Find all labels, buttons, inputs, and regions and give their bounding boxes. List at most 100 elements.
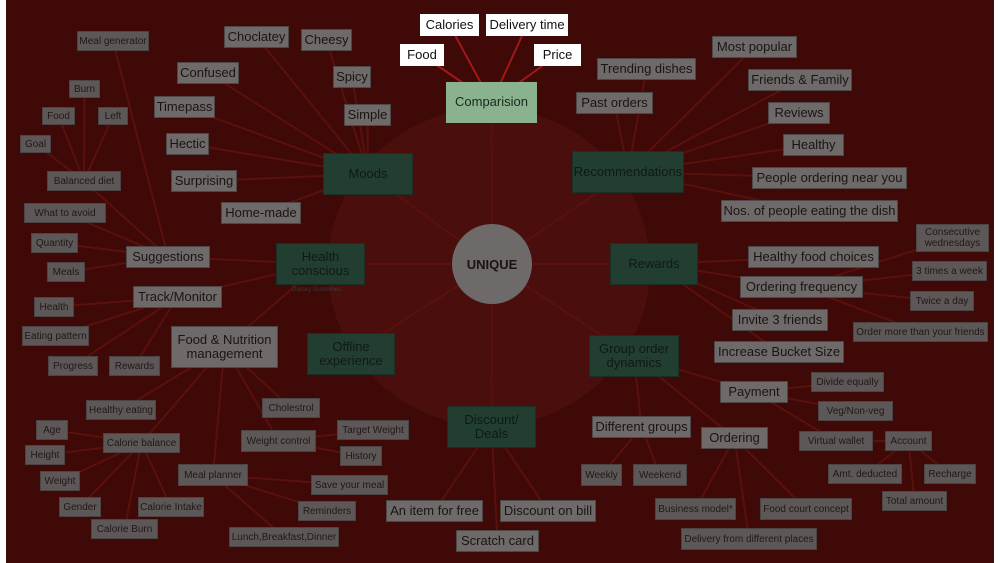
discount-on-bill: Discount on bill [500,500,596,522]
payment-veg-nonveg: Veg/Non-veg [818,401,893,421]
calorie-intake: Calorie Intake [138,497,204,517]
nutrition-weight-control: Weight control [241,430,316,452]
mood-cheesy: Cheesy [301,29,352,51]
rec-people-near-you: People ordering near you [752,167,907,189]
group-weekend: Weekend [633,464,687,486]
link-suggestion-balanced-diet-balanced-left [83,115,114,182]
group-payment: Payment [720,381,788,403]
rec-friends-family: Friends & Family [748,69,852,91]
freq-3-times-a-week: 3 times a week [912,261,987,281]
rec-reviews: Reviews [768,102,830,124]
rec-past-orders: Past orders [576,92,653,114]
link-group-ordering-ordering-food-court [733,437,807,510]
dietary-guidelines-label: Dietary Guidelines [292,287,342,293]
discount-scratch-card: Scratch card [456,530,539,552]
balanced-burn: Burn [69,80,100,98]
balanced-goal: Goal [20,135,51,153]
group-order-node: Group order dynamics [589,335,679,377]
rec-most-popular: Most popular [712,36,797,58]
nutrition-calorie-balance: Calorie balance [103,433,180,453]
suggestion-what-to-avoid: What to avoid [24,203,106,223]
link-nutrition-calorie-balance-calorie-gender [79,442,143,508]
link-nutrition-calorie-balance-calorie-intake [140,442,172,508]
account-amt-deducted: Amt. deducted [828,464,902,484]
track-progress: Progress [48,356,98,376]
track-health: Health [34,297,74,317]
rewards-node: Rewards [610,243,698,285]
ordering-food-court: Food court concept [760,498,852,520]
rec-trending-dishes: Trending dishes [597,58,696,80]
planner-reminders: Reminders [298,501,356,521]
comparison-delivery-time: Delivery time [486,14,568,36]
link-suggestions-node-suggestion-balanced-diet [83,180,169,258]
suggestion-meals: Meals [47,262,85,282]
group-weekly: Weekly [581,464,622,486]
link-group-ordering-ordering-business-model [694,437,736,510]
mood-home-made: Home-made [221,202,301,224]
suggestions-node: Suggestions [126,246,210,268]
rec-healthy: Healthy [783,134,844,156]
planner-save-meal: Save your meal [311,475,388,495]
recommendations-node: Recommendations [572,151,684,193]
ordering-business-model: Business model* [655,498,736,520]
comparison-food: Food [400,44,444,66]
link-suggestion-balanced-diet-balanced-food [57,115,85,182]
health-conscious-node: Health conscious [276,243,365,285]
link-group-ordering-ordering-different-places [733,437,750,540]
comparison-calories: Calories [420,14,479,36]
reward-invite-3-friends: Invite 3 friends [732,309,828,331]
weight-history: History [340,446,382,466]
suggestion-balanced-diet: Balanced diet [47,171,121,191]
payment-virtual-wallet: Virtual wallet [799,431,873,451]
mood-choclatey: Choclatey [224,26,289,48]
comparison-node: Comparision [446,82,537,123]
suggestion-quantity: Quantity [31,233,78,253]
account-recharge: Recharge [924,464,976,484]
mood-simple: Simple [344,104,391,126]
freq-order-more-than-friends: Order more than your friends [853,322,988,342]
link-moods-node-mood-choclatey [255,36,369,175]
calorie-gender: Gender [59,497,101,517]
mood-surprising: Surprising [171,170,237,192]
account-total-amount: Total amount [882,491,947,511]
calorie-weight: Weight [40,471,80,491]
mood-hectic: Hectic [166,133,209,155]
nutrition-meal-planner: Meal planner [178,464,248,486]
mood-spicy: Spicy [333,66,371,88]
moods-node: Moods [323,153,413,195]
mood-timepass: Timepass [154,96,215,118]
link-suggestions-node-suggestion-meal-generator [112,40,169,258]
food-nutrition-node: Food & Nutrition management [171,326,278,368]
group-different-groups: Different groups [592,416,691,438]
group-ordering: Ordering [701,427,768,449]
track-monitor-node: Track/Monitor [133,286,222,308]
suggestion-meal-generator: Meal generator [77,31,149,51]
reward-increase-bucket-size: Increase Bucket Size [714,341,844,363]
mood-confused: Confused [177,62,239,84]
link-food-nutrition-node-nutrition-meal-planner [212,346,226,476]
link-track-monitor-node-track-rewards [133,296,179,367]
comparison-price: Price [534,44,581,66]
nutrition-cholestrol: Cholestrol [262,398,320,418]
rec-people-eating-dish: Nos. of people eating the dish [721,200,898,222]
track-rewards: Rewards [109,356,160,376]
reward-ordering-frequency: Ordering frequency [740,276,863,298]
discount-free-item: An item for free [386,500,483,522]
nutrition-healthy-eating: Healthy eating [86,400,156,420]
link-suggestion-balanced-diet-balanced-burn [83,88,86,182]
balanced-left: Left [98,107,128,125]
freq-consecutive-wednesdays: Consecutive wednesdays [916,224,989,252]
balanced-food: Food [42,107,75,125]
calorie-height: Height [25,445,65,465]
ordering-different-places: Delivery from different places [681,528,817,550]
link-nutrition-calorie-balance-calorie-burn [123,442,143,530]
offline-experience-node: Offline experience [307,333,395,375]
track-eating-pattern: Eating pattern [22,326,89,346]
freq-twice-a-day: Twice a day [910,291,974,311]
discount-deals-node: Discount/ Deals [447,406,536,448]
account-node: Account [885,431,932,451]
calorie-age: Age [36,420,68,440]
center-node: UNIQUE [452,224,532,304]
weight-target: Target Weight [337,420,409,440]
payment-divide-equally: Divide equally [811,372,884,392]
